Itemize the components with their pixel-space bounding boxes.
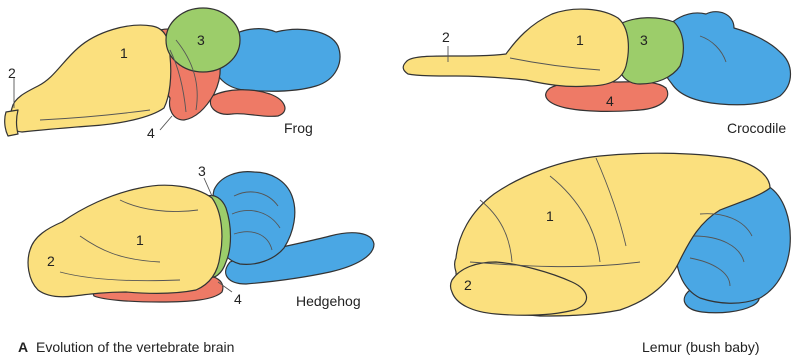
crocodile-label-2: 2 [442, 29, 450, 45]
lemur-label-2: 2 [464, 277, 472, 293]
figure-caption: A Evolution of the vertebrate brain [18, 339, 234, 355]
frog-label-4: 4 [147, 125, 155, 141]
lemur-species-label: Lemur (bush baby) [642, 339, 760, 355]
hedgehog-brain: 1 2 3 4 Hedgehog [28, 163, 374, 309]
frog-label-1: 1 [120, 45, 128, 61]
frog-species-label: Frog [284, 120, 313, 136]
lemur-brain: 1 2 Lemur (bush baby) [451, 153, 791, 355]
frog-label-3: 3 [197, 32, 205, 48]
frog-brain: 1 2 3 4 Frog [5, 8, 340, 141]
lemur-label-1: 1 [546, 208, 554, 224]
hedgehog-label-2: 2 [47, 253, 55, 269]
crocodile-label-1: 1 [576, 32, 584, 48]
crocodile-species-label: Crocodile [727, 120, 786, 136]
crocodile-region-1 [403, 9, 628, 86]
hedgehog-label-1: 1 [136, 232, 144, 248]
hedgehog-label-3: 3 [198, 163, 206, 179]
caption-text: Evolution of the vertebrate brain [36, 339, 234, 355]
crocodile-label-4: 4 [606, 93, 614, 109]
hedgehog-species-label: Hedgehog [296, 293, 361, 309]
crocodile-brain: 1 2 3 4 Crocodile [403, 9, 790, 136]
caption-letter: A [18, 339, 28, 355]
hedgehog-label-4: 4 [234, 291, 242, 307]
frog-region-2 [5, 110, 18, 136]
frog-region-1 [10, 25, 170, 132]
frog-region-4 [210, 90, 285, 117]
crocodile-label-3: 3 [640, 32, 648, 48]
frog-label-2: 2 [8, 65, 16, 81]
